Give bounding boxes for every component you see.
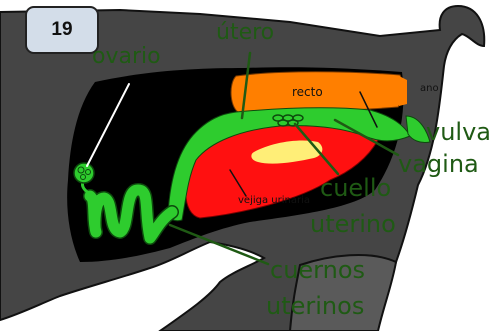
slide-number-badge: 19 — [25, 6, 99, 54]
label-ano: ano — [420, 84, 439, 94]
label-vulva: vulva — [426, 120, 491, 144]
label-utero: útero — [216, 22, 274, 44]
label-vejiga-urinaria: vejiga urinaria — [238, 196, 310, 206]
label-uterinos: uterinos — [266, 294, 364, 318]
ovary — [74, 163, 94, 183]
rectum-tip — [399, 76, 407, 106]
label-cuello: cuello — [320, 176, 391, 200]
label-cuernos: cuernos — [270, 258, 365, 282]
label-vagina: vagina — [398, 152, 479, 176]
label-recto: recto — [292, 86, 323, 98]
label-uterino: uterino — [310, 212, 396, 236]
label-ovario: ovario — [92, 46, 161, 68]
